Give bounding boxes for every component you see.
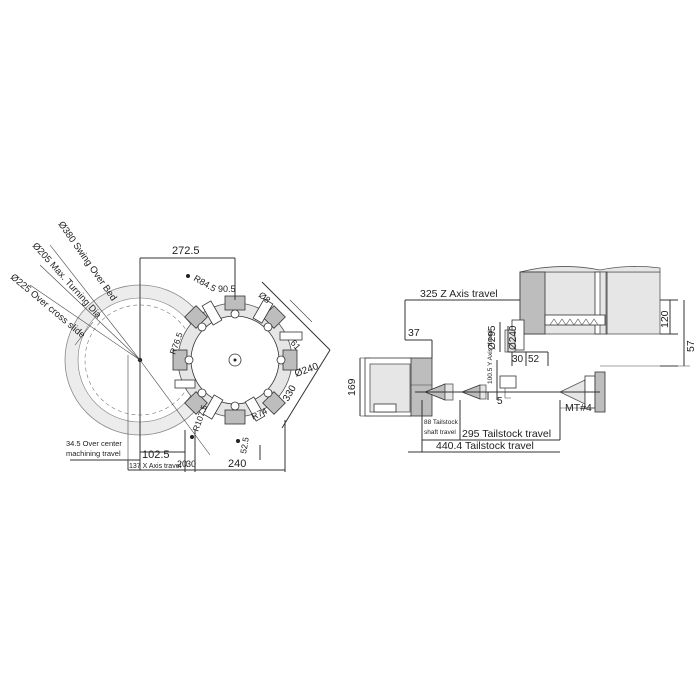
over-center-line2: machining travel <box>66 449 121 458</box>
dim-52-5: 52.5 <box>238 436 251 454</box>
turret-tools <box>172 295 303 425</box>
tailstock-shaft-line2: shaft travel <box>424 429 456 436</box>
dim-5: 5 <box>497 396 503 407</box>
dim-120: 120 <box>659 310 671 328</box>
z-axis-travel: 325 Z Axis travel <box>420 288 498 300</box>
dim-169: 169 <box>346 378 358 396</box>
turret-hub <box>228 353 242 367</box>
dim-30-r: 30 <box>512 354 524 365</box>
mt4-label: MT#4 <box>565 402 592 414</box>
dim-61: 61 <box>288 338 302 352</box>
label-swing-over-bed: Ø380 Swing Over Bed <box>56 219 119 303</box>
label-max-turning-dia: Ø205 Max. Turning Dia <box>30 241 104 321</box>
dim-90-5: 90.5 <box>218 284 236 294</box>
left-front-view: 272.5 102.5 240 20 30 330 Ø240 Ø8 R84.5 … <box>8 219 331 472</box>
dim-272-5: 272.5 <box>172 245 200 257</box>
dim-57: 57 <box>685 340 697 352</box>
dim-d295: Ø295 <box>487 325 498 350</box>
dim-r84-5: R84.5 <box>192 273 218 294</box>
dim-102-5: 102.5 <box>142 449 170 461</box>
tailstock-travel-295: 295 Tailstock travel <box>462 428 551 440</box>
chuck <box>409 357 433 417</box>
turret-bolts <box>184 309 286 411</box>
y-axis-travel: 100.5 Y Axis travel <box>487 330 494 384</box>
dim-20: 20 <box>177 459 187 469</box>
dim-d240-r: Ø240 <box>508 325 519 350</box>
x-axis-travel: 137 X Axis travel <box>129 463 182 470</box>
tailstock-travel-440: 440.4 Tailstock travel <box>436 440 534 452</box>
tailstock-shaft-line1: 88 Tailstock <box>424 419 459 426</box>
dim-52: 52 <box>528 354 540 365</box>
over-center-line1: 34.5 Over center <box>66 439 122 448</box>
dim-37: 37 <box>408 327 420 339</box>
dim-30: 30 <box>186 459 196 469</box>
dim-240: 240 <box>228 458 246 470</box>
right-side-view: 325 Z Axis travel 37 169 Ø295 Ø240 120 5… <box>346 266 697 453</box>
